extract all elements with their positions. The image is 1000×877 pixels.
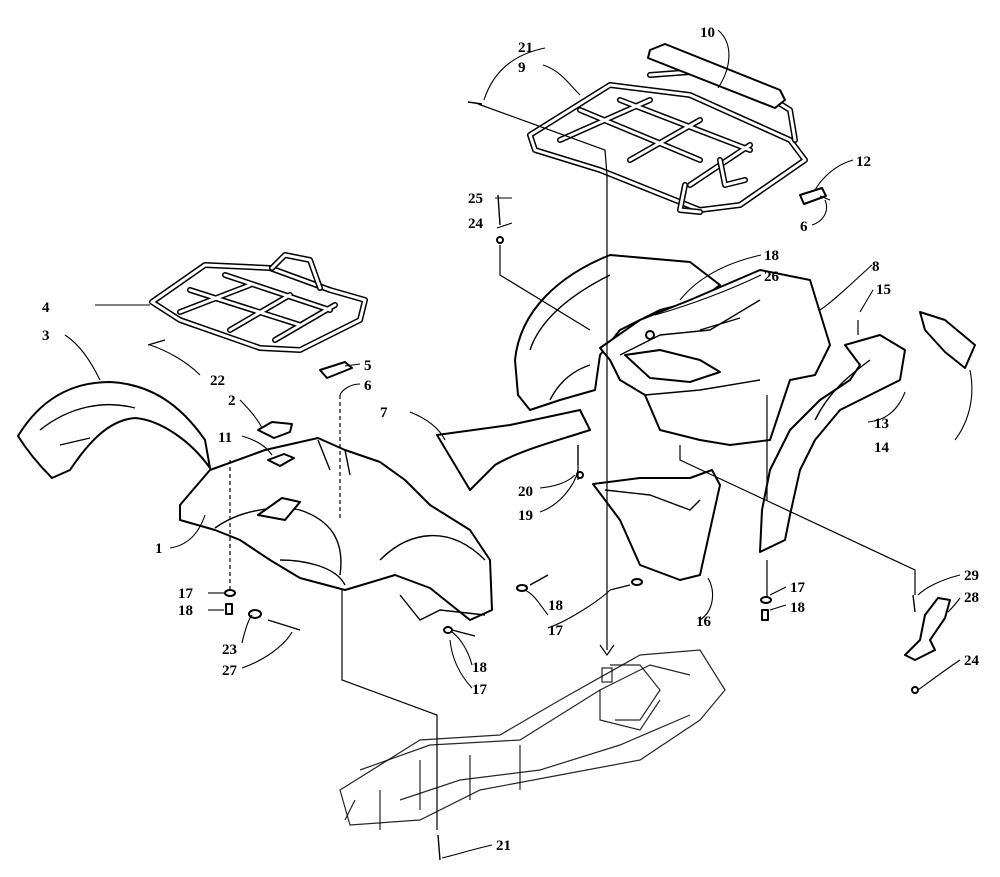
callout-17-right: 17 [790, 580, 806, 596]
callout-4: 4 [42, 300, 50, 316]
part-5-bracket [319, 361, 353, 379]
callout-25: 25 [468, 191, 483, 207]
part-3-fender-flare [17, 381, 211, 479]
part-7-decal [436, 409, 591, 491]
callout-6-front: 6 [364, 378, 372, 394]
callout-8: 8 [872, 259, 880, 275]
leader-lines [64, 29, 973, 859]
part-16-side-panel [592, 469, 721, 581]
callout-24-top: 24 [468, 216, 484, 232]
callout-23: 23 [222, 642, 237, 658]
callout-6-rear: 6 [800, 219, 808, 235]
callout-17-mid: 17 [548, 623, 564, 639]
callout-13: 13 [874, 416, 889, 432]
callout-21-top: 21 [518, 40, 533, 56]
callout-7: 7 [380, 405, 388, 421]
part-12-bracket [799, 187, 827, 205]
assembly-lines [229, 103, 916, 830]
part-2-cap [257, 421, 293, 439]
callout-16: 16 [696, 614, 712, 630]
callout-26: 26 [764, 269, 780, 285]
part-10-pad [647, 43, 786, 109]
callout-22: 22 [210, 373, 225, 389]
callout-19: 19 [518, 508, 533, 524]
callout-15: 15 [876, 282, 891, 298]
callout-9: 9 [518, 60, 526, 76]
vehicle-frame [339, 649, 726, 830]
callout-28: 28 [964, 590, 979, 606]
callout-21-bottom: 21 [496, 838, 511, 854]
part-9-rear-rack [527, 69, 808, 215]
callout-3: 3 [42, 328, 50, 344]
callout-20: 20 [518, 484, 533, 500]
callout-labels: 10 21 9 12 6 25 24 18 26 8 15 13 14 4 3 … [42, 25, 980, 854]
part-4-front-rack [149, 252, 368, 353]
callout-11: 11 [218, 430, 232, 446]
part-11-grommet [267, 453, 295, 467]
part-13-rear-flare [759, 334, 906, 553]
callout-14: 14 [874, 440, 890, 456]
callout-18-left: 18 [178, 603, 193, 619]
callout-27: 27 [222, 663, 238, 679]
part-14-flap [919, 311, 976, 369]
callout-5: 5 [364, 358, 372, 374]
callout-17-bottom: 17 [472, 682, 488, 698]
callout-29: 29 [964, 568, 979, 584]
callout-2: 2 [228, 393, 236, 409]
part-1-fender-body [179, 437, 493, 621]
callout-24-bottom: 24 [964, 653, 980, 669]
callout-18-top: 18 [764, 248, 779, 264]
callout-18-mid: 18 [548, 598, 563, 614]
callout-18-bottom: 18 [472, 660, 487, 676]
callout-17-left: 17 [178, 586, 194, 602]
hardware [147, 101, 919, 861]
part-28-bracket [904, 597, 951, 661]
callout-12: 12 [856, 154, 871, 170]
callout-1: 1 [155, 541, 163, 557]
callout-10: 10 [700, 25, 715, 41]
rear-fender-assembly [514, 254, 831, 446]
callout-18-right: 18 [790, 600, 805, 616]
